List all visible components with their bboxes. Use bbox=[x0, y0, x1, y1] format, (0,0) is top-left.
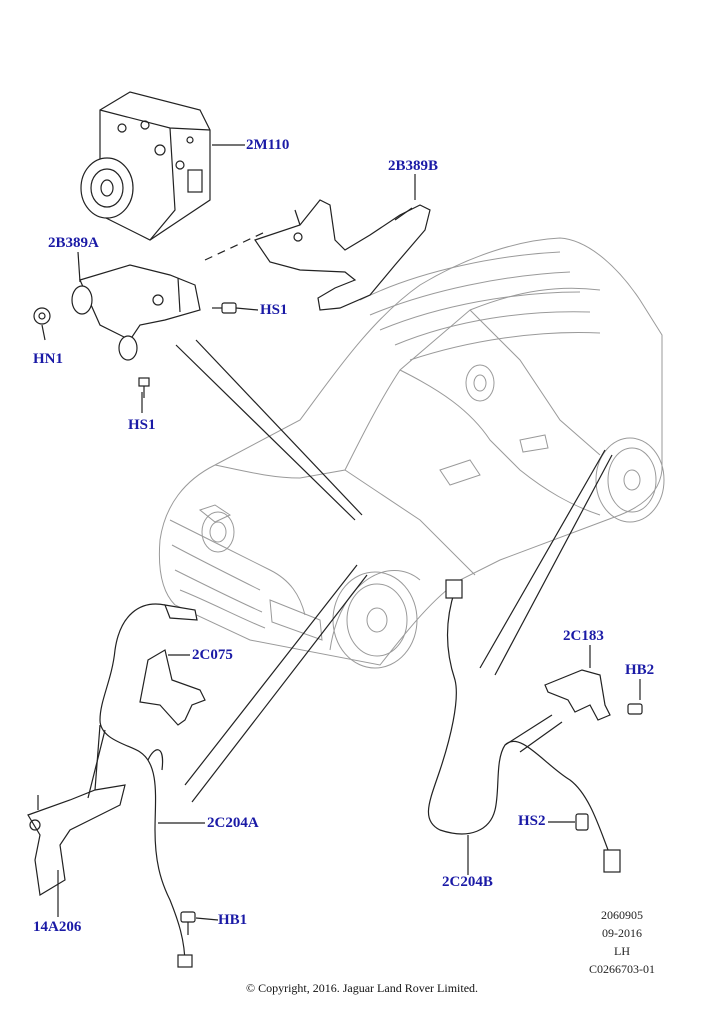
callout-hn1[interactable]: HN1 bbox=[33, 351, 63, 367]
callout-hb1[interactable]: HB1 bbox=[218, 912, 248, 928]
copyright-notice: © Copyright, 2016. Jaguar Land Rover Lim… bbox=[245, 981, 479, 995]
bracket-14a206[interactable] bbox=[27, 784, 126, 896]
leader-dashed bbox=[204, 231, 266, 261]
front-disc-left bbox=[201, 511, 235, 553]
drawing-side: LH bbox=[614, 944, 630, 958]
assembly-leaders bbox=[87, 339, 613, 803]
bracket-2b389a[interactable] bbox=[71, 264, 201, 361]
callout-hs2[interactable]: HS2 bbox=[518, 813, 546, 829]
callout-hb2[interactable]: HB2 bbox=[625, 662, 655, 678]
callout-hs1-right[interactable]: HS1 bbox=[260, 302, 288, 318]
bolt-hs1-bottom[interactable] bbox=[138, 377, 150, 398]
callout-2c075[interactable]: 2C075 bbox=[192, 647, 233, 663]
callout-2b389b[interactable]: 2B389B bbox=[388, 158, 439, 174]
callout-leaders bbox=[41, 144, 641, 921]
bolt-hs2[interactable] bbox=[575, 813, 589, 831]
rear-disc-left bbox=[465, 364, 495, 402]
bracket-2b389b[interactable] bbox=[254, 199, 431, 311]
drawing-date: 09-2016 bbox=[602, 926, 642, 940]
bracket-2c075[interactable] bbox=[139, 649, 206, 726]
vehicle-outline bbox=[158, 237, 663, 666]
drawing-code: C0266703-01 bbox=[589, 962, 655, 976]
callout-2c204b[interactable]: 2C204B bbox=[442, 874, 493, 890]
bolt-hb2[interactable] bbox=[627, 703, 643, 715]
callout-14a206[interactable]: 14A206 bbox=[33, 919, 82, 935]
drawing-number: 2060905 bbox=[601, 908, 643, 922]
callout-hs1-bottom[interactable]: HS1 bbox=[128, 417, 156, 433]
rear-wheel bbox=[595, 437, 665, 523]
callout-2c183[interactable]: 2C183 bbox=[563, 628, 604, 644]
bolt-hs1-right[interactable] bbox=[212, 302, 237, 314]
sensor-harness-2c204a[interactable] bbox=[99, 603, 198, 968]
callout-2c204a[interactable]: 2C204A bbox=[207, 815, 259, 831]
callout-2m110[interactable]: 2M110 bbox=[246, 137, 290, 153]
bracket-2c183[interactable] bbox=[544, 669, 611, 721]
sensor-harness-2c204b[interactable] bbox=[427, 579, 621, 873]
abs-modulator[interactable] bbox=[80, 91, 211, 241]
bolt-hb1[interactable] bbox=[180, 911, 196, 935]
nut-hn1[interactable] bbox=[33, 307, 51, 325]
front-wheel bbox=[329, 570, 421, 669]
callout-2b389a[interactable]: 2B389A bbox=[48, 235, 99, 251]
